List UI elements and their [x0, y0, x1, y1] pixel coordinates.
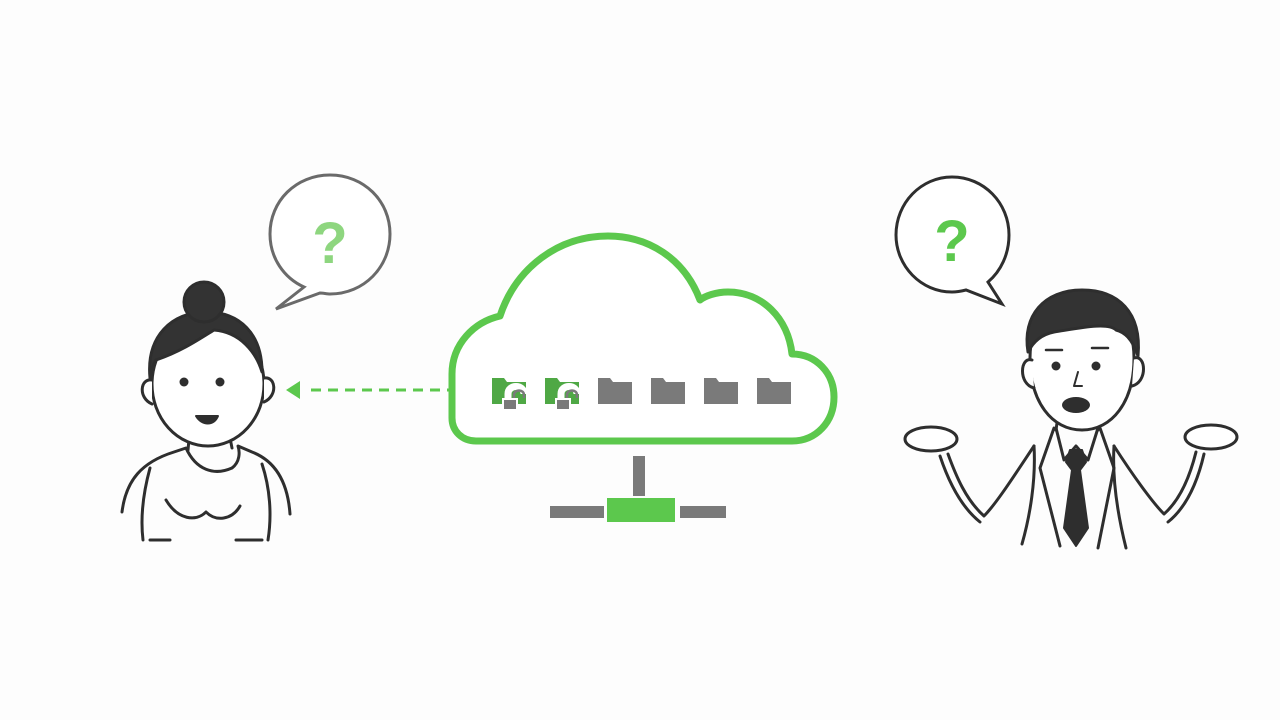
- right-question-mark: ?: [934, 209, 969, 274]
- woman-torso: [120, 444, 292, 516]
- network-stem: [633, 456, 645, 496]
- cloud-storage: [448, 232, 838, 445]
- woman-character: [120, 280, 292, 542]
- man-hair: [1025, 288, 1140, 358]
- woman-eye-left: [179, 377, 189, 387]
- woman-hair: [148, 310, 264, 380]
- folder-open-lock-icon: [545, 378, 581, 411]
- folder-icon: [704, 378, 738, 404]
- network-line-left: [550, 506, 604, 518]
- man-hand-right: [1183, 423, 1239, 451]
- left-speech-bubble: ?: [268, 173, 392, 311]
- woman-arm-left: [140, 466, 152, 542]
- network-line-right: [680, 506, 726, 518]
- man-collar: [1054, 426, 1100, 462]
- man-eye-right: [1091, 361, 1101, 371]
- woman-arm-right: [260, 462, 272, 542]
- man-lapel-left: [1038, 426, 1062, 548]
- man-eye-left: [1051, 361, 1061, 371]
- transfer-arrow: [286, 381, 474, 399]
- woman-mouth: [195, 415, 219, 425]
- arrow-head-icon: [286, 381, 300, 399]
- network-connector: [550, 456, 726, 522]
- woman-chest-line: [164, 498, 242, 520]
- folder-open-lock-icon: [492, 378, 528, 411]
- man-tie: [1063, 449, 1089, 547]
- woman-hair-bun: [182, 280, 226, 324]
- man-torso: [1020, 444, 1128, 550]
- left-question-mark: ?: [312, 211, 347, 276]
- network-hub: [607, 498, 675, 522]
- folder-icon: [651, 378, 685, 404]
- man-arm-right-inner: [1166, 452, 1206, 524]
- man-arm-right: [1112, 444, 1198, 516]
- folder-icon: [757, 378, 791, 404]
- man-arm-left: [946, 444, 1036, 518]
- woman-eye-right: [215, 377, 225, 387]
- man-lapel-right: [1096, 426, 1116, 550]
- man-hand-left: [903, 425, 959, 453]
- folder-row: [492, 378, 791, 411]
- man-mouth: [1062, 397, 1090, 413]
- right-speech-bubble: ?: [894, 175, 1011, 308]
- man-arm-left-inner: [938, 454, 982, 524]
- man-character: [903, 288, 1239, 550]
- folder-icon: [598, 378, 632, 404]
